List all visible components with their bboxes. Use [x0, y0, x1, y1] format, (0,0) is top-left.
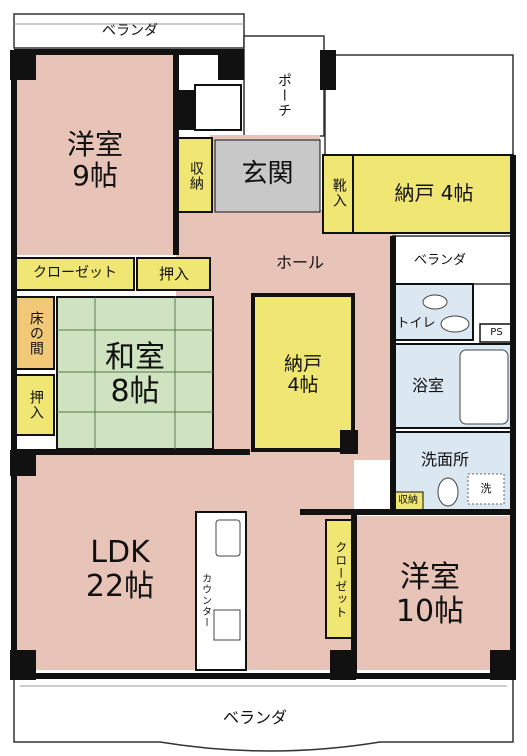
western-room-9-area	[16, 55, 176, 255]
ldk-area	[16, 455, 354, 670]
balcony-small-label: ベランダ	[413, 252, 466, 268]
tokonoma-area	[15, 296, 55, 370]
hall-label: ホール	[275, 253, 324, 273]
porch-label: ポーチ	[275, 72, 292, 118]
counter-label: カウンター	[199, 572, 211, 628]
shoe-closet-label: 靴入	[330, 178, 347, 208]
balcony-bottom-label: ベランダ	[222, 708, 287, 728]
washroom-label: 洗面所	[420, 450, 469, 470]
washitsu-label: 和室 8帖	[105, 340, 165, 409]
oshiire-upper-label: 押入	[158, 264, 189, 283]
ps-label: PS	[490, 327, 503, 339]
nando-top-area	[352, 154, 514, 234]
balcony-top-area	[13, 13, 245, 49]
western-room-10-area	[354, 516, 510, 670]
oshiire-upper-area	[136, 257, 211, 291]
closet-right-area	[325, 519, 355, 639]
balcony-upper-right-area	[324, 54, 514, 156]
oshiire-left-label: 押入	[27, 390, 44, 420]
washitsu-area	[56, 296, 214, 450]
shoe-closet-area	[322, 154, 354, 234]
balcony-top-label: ベランダ	[102, 23, 158, 40]
tokonoma-label: 床の間	[27, 310, 44, 356]
storage-entry-label: 収納	[187, 160, 204, 191]
nando-mid-area	[251, 293, 355, 452]
western-room-10-label: 洋室 10帖	[395, 560, 465, 629]
balcony-bottom-area	[13, 675, 514, 752]
genkan-label: 玄関	[241, 159, 294, 190]
genkan-area	[214, 139, 321, 213]
closet-upper-label: クローゼット	[33, 265, 117, 282]
nando-top-label: 納戸 4帖	[394, 180, 474, 205]
washer-label: 洗	[480, 481, 492, 495]
closet-right-label: クローゼット	[333, 541, 348, 619]
balcony-small-area	[392, 235, 514, 285]
washroom-storage-label: 収納	[398, 495, 418, 507]
western-room-9-label: 洋室 9帖	[66, 127, 123, 192]
porch-area	[243, 35, 325, 137]
closet-upper-area	[15, 257, 135, 291]
bath-label: 浴室	[411, 376, 444, 396]
ldk-label: LDK 22帖	[85, 535, 155, 604]
nando-mid-label: 納戸 4帖	[283, 352, 322, 396]
toilet-label: トイレ	[396, 315, 436, 331]
